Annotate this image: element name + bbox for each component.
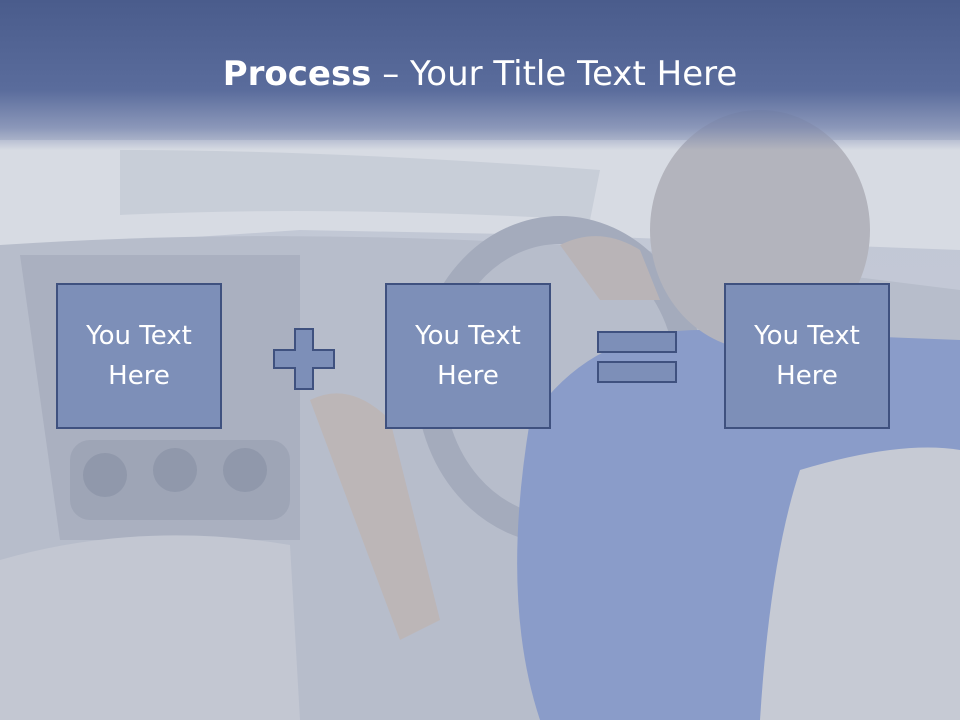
process-box-2-text: You Text Here: [415, 321, 521, 391]
process-box-1: You Text Here: [56, 283, 222, 429]
equals-icon: [597, 331, 677, 383]
process-box-2: You Text Here: [385, 283, 551, 429]
title-bold-text: Process: [222, 54, 372, 94]
slide-title: Process – Your Title Text Here: [0, 52, 960, 96]
title-rest-text: – Your Title Text Here: [371, 54, 738, 94]
plus-icon: [273, 328, 335, 390]
process-box-3: You Text Here: [724, 283, 890, 429]
title-bar: [0, 0, 960, 150]
process-box-3-text: You Text Here: [754, 321, 860, 391]
process-box-1-text: You Text Here: [86, 321, 192, 391]
